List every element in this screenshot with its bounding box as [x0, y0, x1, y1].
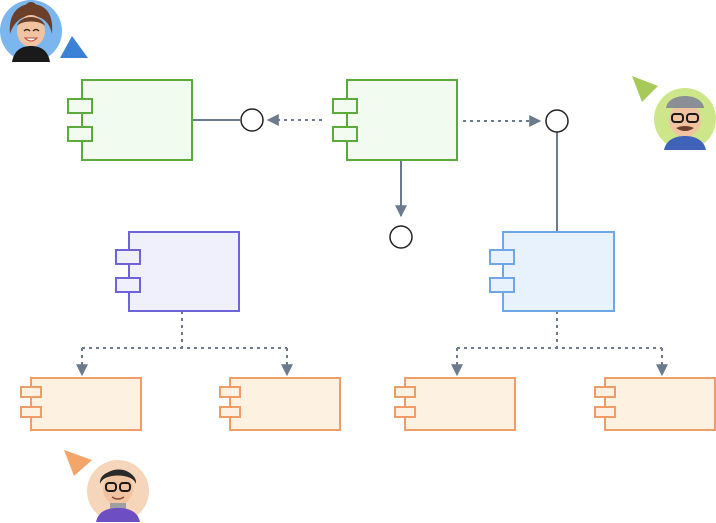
- connectors: [76, 114, 668, 377]
- edge-purple-to-orange-tree[interactable]: [82, 311, 287, 349]
- component-port-icon: [594, 386, 616, 398]
- component-port-icon: [67, 126, 93, 142]
- component-orange-2[interactable]: [219, 377, 341, 431]
- component-port-icon: [394, 406, 416, 418]
- component-port-icon: [489, 249, 515, 265]
- interface-circle-bottom[interactable]: [389, 225, 413, 249]
- interface-circle-left[interactable]: [240, 108, 264, 132]
- component-port-icon: [489, 277, 515, 293]
- component-port-icon: [67, 98, 93, 114]
- interface-circle-right[interactable]: [545, 109, 569, 133]
- cursor-blue-icon: [60, 36, 88, 58]
- component-port-icon: [332, 98, 358, 114]
- component-green-left[interactable]: [67, 79, 193, 161]
- component-port-icon: [219, 406, 241, 418]
- component-purple[interactable]: [115, 231, 240, 312]
- component-port-icon: [219, 386, 241, 398]
- component-port-icon: [20, 386, 42, 398]
- woman-avatar-icon: [9, 2, 53, 62]
- edge-blue-to-orange-tree[interactable]: [457, 311, 662, 349]
- cursor-green-icon: [632, 76, 658, 102]
- cursor-orange-icon: [64, 450, 92, 476]
- avatar-man-top-right: [654, 88, 716, 150]
- component-green-center[interactable]: [332, 79, 458, 161]
- component-port-icon: [594, 406, 616, 418]
- avatar-woman-top-left: [0, 0, 62, 62]
- component-orange-1[interactable]: [20, 377, 142, 431]
- component-port-icon: [115, 277, 141, 293]
- component-blue[interactable]: [489, 231, 615, 312]
- component-port-icon: [20, 406, 42, 418]
- avatar-person-bottom-left: [87, 460, 149, 522]
- component-port-icon: [115, 249, 141, 265]
- component-orange-4[interactable]: [594, 377, 716, 431]
- component-port-icon: [394, 386, 416, 398]
- man-avatar-icon: [664, 96, 706, 150]
- component-port-icon: [332, 126, 358, 142]
- person-avatar-icon: [96, 469, 140, 522]
- component-orange-3[interactable]: [394, 377, 516, 431]
